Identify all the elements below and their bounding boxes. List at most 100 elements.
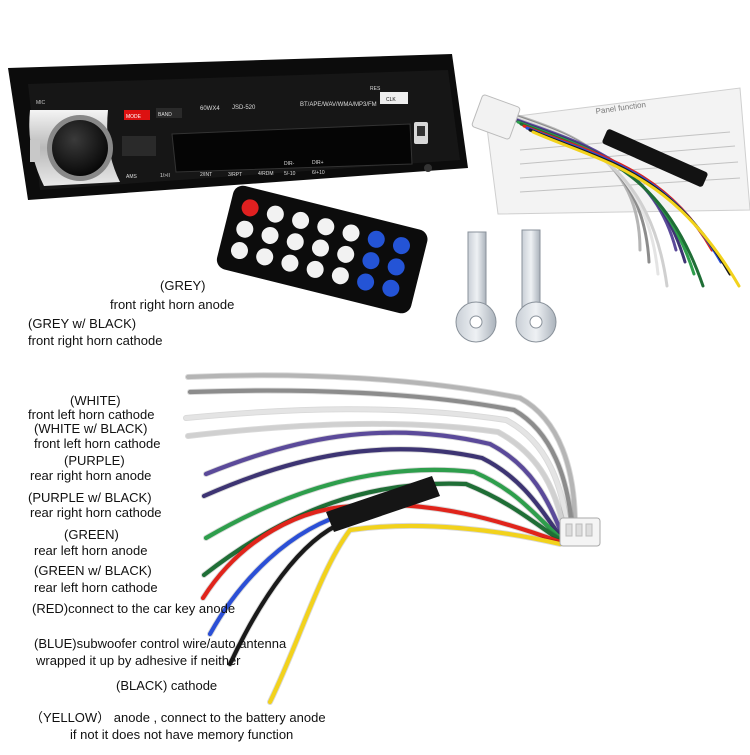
model-label: JSD-520 [232,105,256,111]
wire-white-w-black [185,421,568,535]
wire-label-white-color: (WHITE) [70,393,121,408]
remote-button[interactable] [366,229,387,250]
remote-button[interactable] [355,272,376,293]
dir-plus-label: DIR+ [312,160,324,166]
wire-grey-w-black [187,388,575,531]
key-shaft [467,231,487,313]
remote-button[interactable] [290,210,311,231]
mic-label: MIC [36,100,46,106]
preset-5-label: 5/-10 [284,171,296,177]
remote-button[interactable] [254,247,275,268]
wire-label-grey-color: (GREY) [160,278,206,293]
remote-button[interactable] [260,225,281,246]
preset-2-label: 2/INT [200,172,212,178]
connector-pin [585,523,593,537]
preset-1-label: 1/>II [160,173,170,179]
wire-shadow [267,522,563,705]
manual-sheet: Panel function [485,87,750,215]
wire-black [227,519,347,667]
remote-button[interactable] [305,259,326,280]
mounting-key-left [455,231,497,343]
wire-label-black: (BLACK) cathode [116,678,218,693]
remote-button[interactable] [391,235,412,256]
wire-label-green-black-color: (GREEN w/ BLACK) [34,563,152,578]
small-wire-harness [498,108,741,288]
mode-label: MODE [126,114,142,120]
wire-label-purple-function: rear right horn anode [30,468,152,483]
wire-label-yellow-color: （YELLOW） anode , connect to the battery … [30,710,326,725]
wire-bundle [183,372,578,705]
remote-button[interactable] [316,216,337,237]
remote-button[interactable] [265,204,286,225]
remote-button[interactable] [234,219,255,240]
wire-label-green-color: (GREEN) [64,527,119,542]
wire-label-white-black-color: (WHITE w/ BLACK) [34,421,148,436]
connector-pin [565,523,573,537]
key-shaft [521,229,541,313]
volume-knob[interactable] [52,120,108,176]
wire-label-blue-function: wrapped it up by adhesive if neither [36,653,241,668]
remote-button[interactable] [361,250,382,271]
wire-grey [185,373,578,528]
manual-line [519,145,736,165]
remote-button[interactable] [341,223,362,244]
wire-shadow [200,501,563,601]
remote-button[interactable] [240,198,261,219]
preset-3-label: 3/RPT [228,172,242,178]
small-fuse-holder [602,129,708,187]
wire-label-purple-black-function: rear right horn cathode [30,505,162,520]
radio-display [171,123,413,173]
clk-label: CLK [386,97,396,103]
ams-label: AMS [126,174,138,180]
small-connector [471,94,521,140]
key-hole [529,315,543,329]
remote-button[interactable] [310,238,331,259]
formats-label: BT/APE/WAV/WMA/MP3/FM [300,102,377,108]
remote-button[interactable] [381,278,402,299]
connector-pin [575,523,583,537]
power-label: 60WX4 [200,106,220,112]
release-button[interactable] [30,140,40,162]
harness-connector [559,517,601,547]
wire-yellow [267,523,563,705]
wire-label-yellow-function: if not it does not have memory function [70,727,294,742]
wire-label-green-black-function: rear left horn cathode [34,580,158,595]
wire-label-green-function: rear left horn anode [34,543,148,558]
wire-red [200,502,563,601]
wire-label-purple-color: (PURPLE) [64,453,125,468]
remote-button[interactable] [229,240,250,261]
dir-minus-label: DIR- [284,161,295,167]
wire-white [183,407,571,533]
remote-button[interactable] [285,231,306,252]
wire-label-blue-color: (BLUE)subwoofer control wire/auto antenn… [34,636,287,651]
remote-button[interactable] [335,244,356,265]
key-hole [469,315,483,329]
wire-purple-w-black [201,447,563,539]
fuse-holder [326,476,440,532]
band-label: BAND [158,112,172,118]
res-label: RES [370,86,381,92]
band-button[interactable] [156,108,182,118]
car-radio: MIC MODE BAND 60WX4 JSD-520 BT/APE/WAV/W… [8,54,468,200]
remote-button[interactable] [386,257,407,278]
wire-label-purple-black-color: (PURPLE w/ BLACK) [28,490,152,505]
mode-button[interactable] [124,110,150,120]
wire-label-white-black-function: front left horn cathode [34,436,161,451]
wire-label-red: (RED)connect to the car key anode [32,601,236,616]
wire-label-grey-black-color: (GREY w/ BLACK) [28,316,137,331]
manual-paper [485,87,750,215]
wire-label-white-function: front left horn cathode [28,407,155,422]
aux-jack[interactable] [424,164,432,172]
wire-purple [203,430,565,537]
mounting-key-right [515,229,557,343]
clk-button[interactable] [380,92,408,104]
remote-control [216,185,428,314]
remote-button[interactable] [280,253,301,274]
usb-slot [417,126,425,136]
remote-button[interactable] [330,265,351,286]
preset-4-label: 4/RDM [258,171,274,177]
ams-display-area [122,136,156,156]
wire-label-grey-black-function: front right horn cathode [28,333,163,348]
